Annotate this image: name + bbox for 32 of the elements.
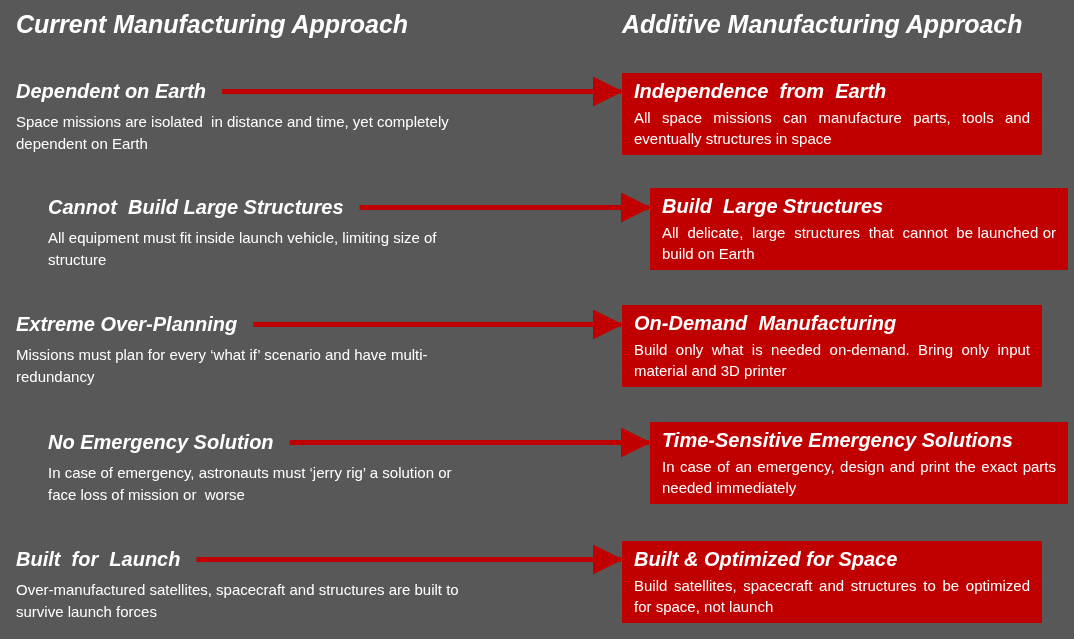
heading: On-Demand Manufacturing <box>634 312 897 335</box>
description: All delicate, large structures that cannot be launched or build on Earth <box>662 223 1056 264</box>
benefit-box <box>650 422 1068 504</box>
description: Over-manufactured satellites, spacecraft and structures are built to survive launch forces <box>16 580 460 622</box>
heading: Dependent on Earth <box>16 80 206 103</box>
column-heading: Additive Manufacturing Approach <box>622 10 1023 39</box>
description: In case of an emergency, design and print the exact parts needed immediately <box>662 457 1056 498</box>
heading: Built for Launch <box>16 548 181 571</box>
arrow <box>196 544 623 575</box>
description: Space missions are isolated in distance and time, yet completely dependent on Earth <box>16 112 450 154</box>
description: Build satellites, spacecraft and structures to be optimized for space, not launch <box>634 576 1030 617</box>
heading: Built & Optimized for Space <box>634 548 898 571</box>
arrow <box>289 427 651 458</box>
benefit-box <box>650 188 1068 270</box>
heading: Independence from Earth <box>634 80 887 103</box>
benefit-box <box>622 73 1042 155</box>
description: In case of emergency, astronauts must ‘jerry rig’ a solution or face loss of mission or worse <box>48 463 453 505</box>
description: Missions must plan for every ‘what if’ scenario and have multi-redundancy <box>16 345 429 387</box>
description: Build only what is needed on-demand. Bring only input material and 3D printer <box>634 340 1030 381</box>
heading: Extreme Over-Planning <box>16 313 238 336</box>
heading: No Emergency Solution <box>48 431 274 454</box>
heading: Build Large Structures <box>662 195 884 218</box>
arrow <box>253 309 623 340</box>
arrow <box>359 192 651 223</box>
description: All equipment must fit inside launch vehicle, limiting size of structure <box>48 228 438 270</box>
benefit-box <box>622 541 1042 623</box>
benefit-box <box>622 305 1042 387</box>
column-heading: Current Manufacturing Approach <box>16 10 409 39</box>
heading: Time-Sensitive Emergency Solutions <box>662 429 1013 452</box>
heading: Cannot Build Large Structures <box>48 196 344 219</box>
description: All space missions can manufacture parts, tools and eventually structures in space <box>634 108 1030 149</box>
arrow <box>222 76 623 107</box>
